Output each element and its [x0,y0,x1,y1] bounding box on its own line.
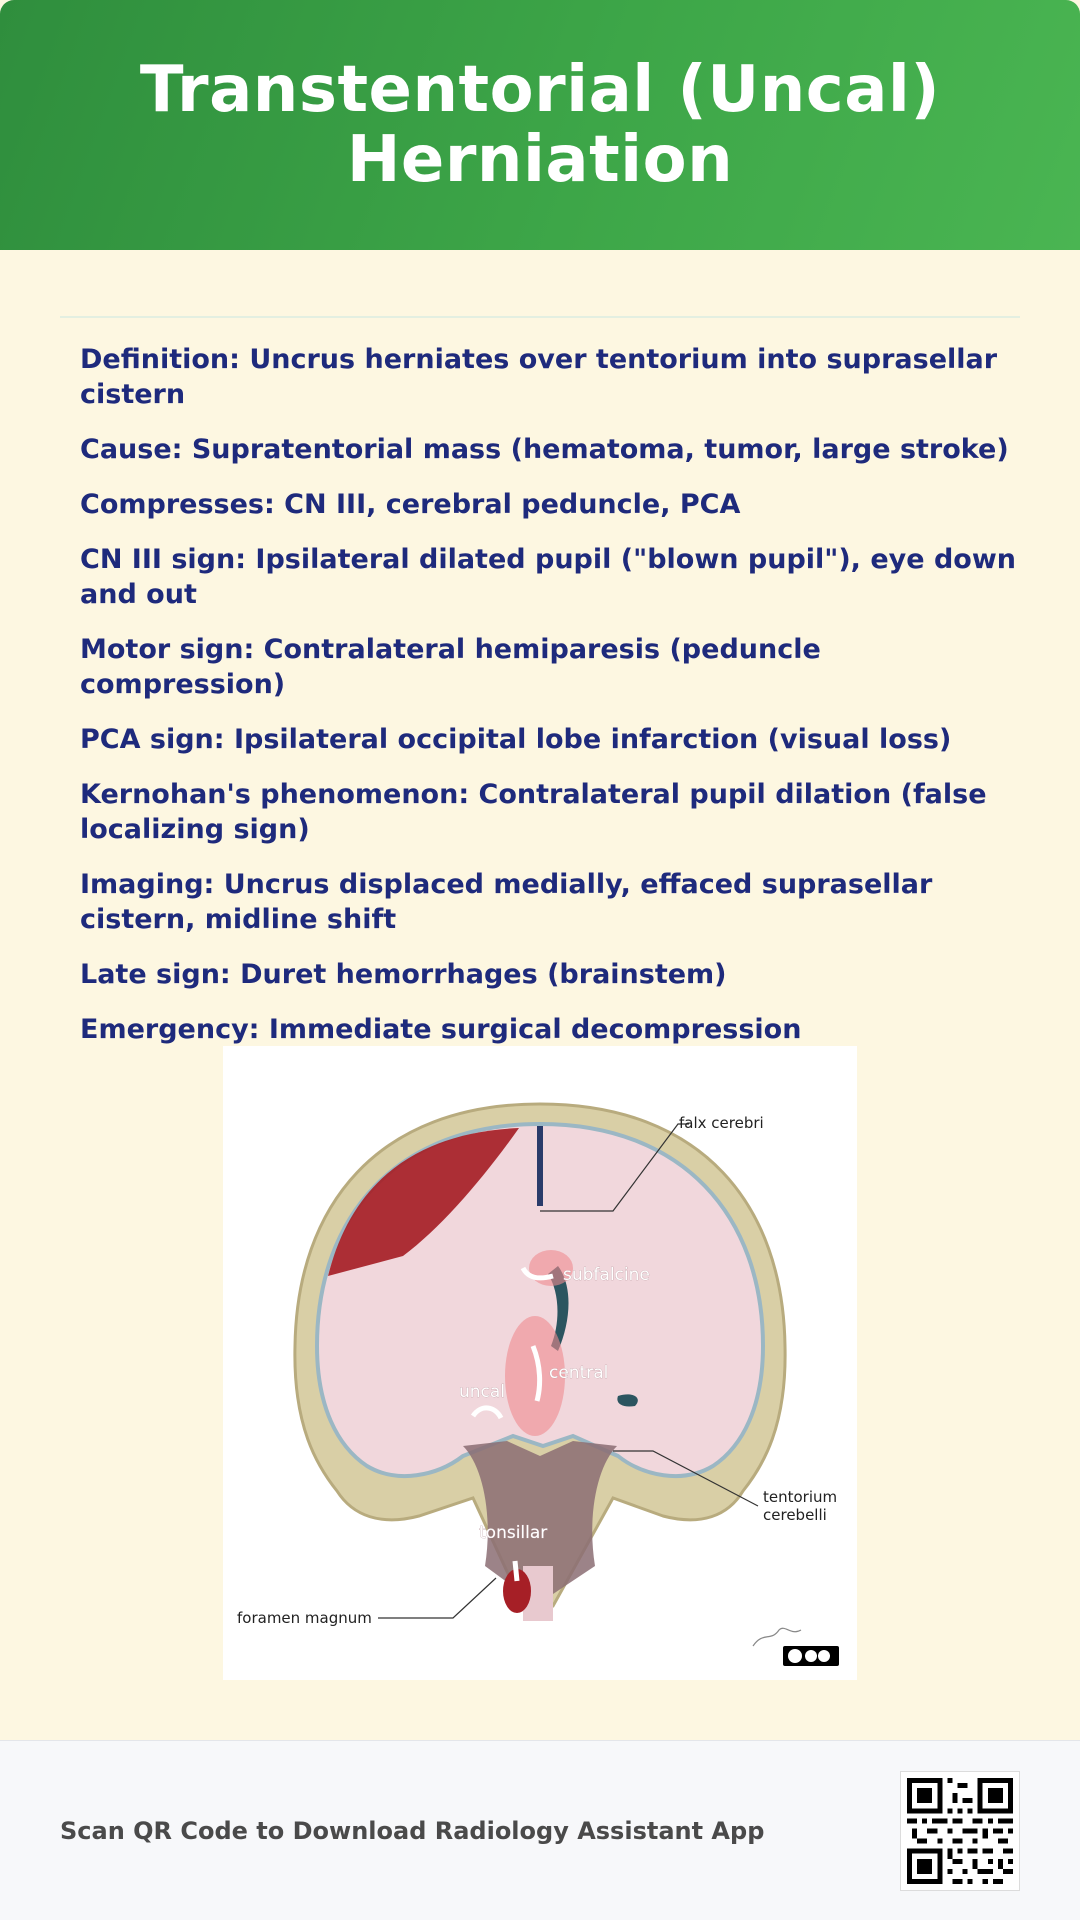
ventricle-2 [617,1394,638,1407]
tentorium-label: tentorium [763,1488,837,1506]
foramen-leader [378,1577,497,1619]
central-label: central [549,1363,608,1383]
footer-text: Scan QR Code to Download Radiology Assis… [60,1817,765,1845]
uncal-label: uncal [459,1382,505,1402]
brainstem [463,1441,617,1594]
fact-cause: Cause: Supratentorial mass (hematoma, tu… [80,434,1009,465]
uncal-arrow [470,1405,504,1420]
tonsil [503,1569,531,1613]
cerebelli-label: cerebelli [763,1506,827,1524]
central-glow [505,1316,565,1436]
ventricle [548,1266,569,1351]
falx-label: falx cerebri [679,1114,764,1132]
fact-imaging: Imaging: Uncrus displaced medially, effa… [80,869,933,935]
tonsillar-arrow [512,1560,520,1582]
spinal-canal [523,1566,553,1621]
signature-mark [752,1627,802,1647]
fact-list: Definition: Uncrus herniates over tentor… [80,342,1020,1067]
subfalcine-arrow [520,1266,554,1281]
page-title: Transtentorial (Uncal) Herniation [139,53,941,197]
fact-late-sign: Late sign: Duret hemorrhages (brainstem) [80,959,727,990]
central-arrow [530,1345,543,1402]
fact-cn3-sign: CN III sign: Ipsilateral dilated pupil (… [80,544,1017,610]
falx-leader [540,1123,689,1212]
fact-motor-sign: Motor sign: Contralateral hemiparesis (p… [80,634,821,700]
qr-code[interactable] [900,1771,1020,1891]
fact-definition: Definition: Uncrus herniates over tentor… [80,344,998,410]
tonsillar-label: tonsillar [479,1523,547,1543]
herniation-diagram: falx cerebri subfalcine central uncal te… [223,1046,857,1680]
fact-compresses: Compresses: CN III, cerebral peduncle, P… [80,489,741,520]
fact-kernohan: Kernohan's phenomenon: Contralateral pup… [80,779,987,845]
header-banner: Transtentorial (Uncal) Herniation [0,0,1080,250]
footer: Scan QR Code to Download Radiology Assis… [0,1740,1080,1920]
fact-pca-sign: PCA sign: Ipsilateral occipital lobe inf… [80,724,952,755]
hematoma [328,1128,519,1276]
divider [60,316,1020,318]
foramen-label: foramen magnum [237,1609,372,1627]
subfalcine-label: subfalcine [563,1265,650,1285]
fact-emergency: Emergency: Immediate surgical decompress… [80,1014,802,1045]
tentorium-leader [613,1450,759,1507]
